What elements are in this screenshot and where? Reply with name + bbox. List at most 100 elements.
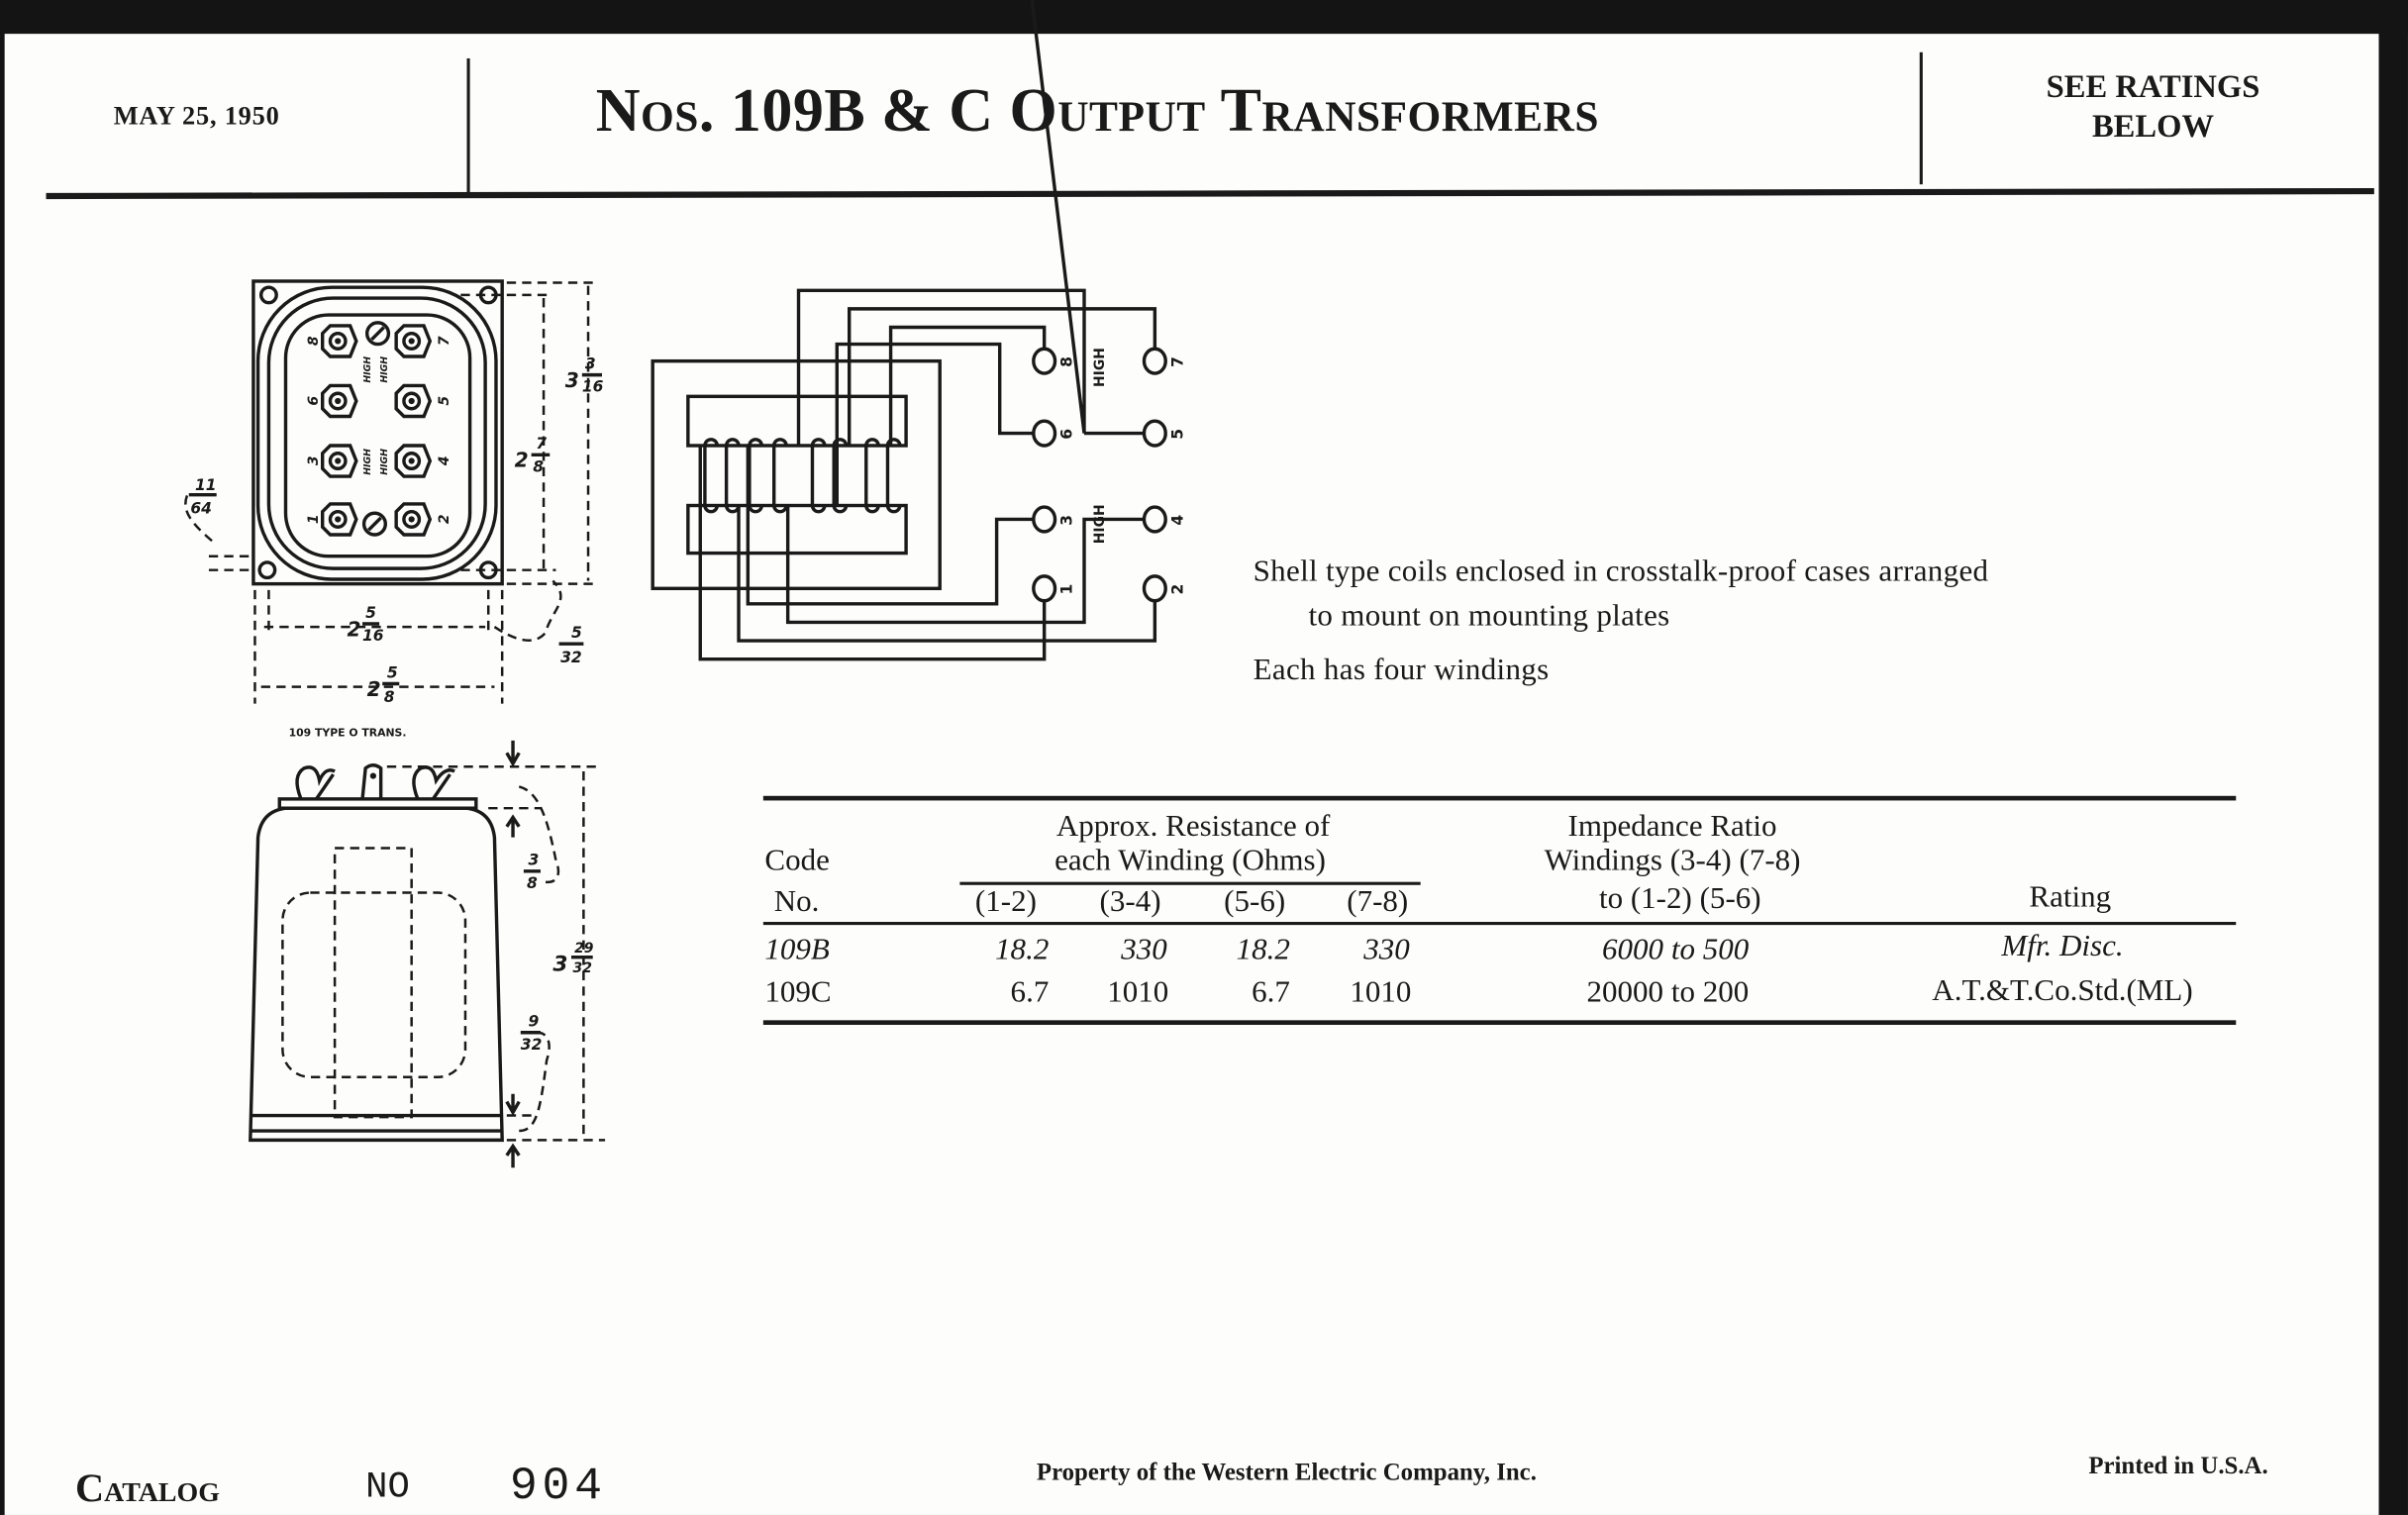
terminal-lug-icon: [321, 324, 358, 358]
terminal-icon: [1032, 574, 1057, 603]
dim-label: 8: [527, 874, 538, 892]
property-notice: Property of the Western Electric Company…: [1036, 1460, 1537, 1486]
col-header-5-6: (5-6): [1224, 884, 1286, 919]
table-bottom-rule: [762, 1020, 2237, 1025]
dim-label: 9: [529, 1013, 540, 1031]
resistance-cell: 330: [1363, 932, 1410, 967]
wire: [888, 325, 1047, 446]
dim-label: 32: [521, 1036, 543, 1054]
terminal-lug: [295, 765, 336, 800]
dim-label: 2: [348, 617, 361, 641]
side-view-drawing: 3 8 3 29 32 9 32: [249, 740, 606, 1168]
table-header-rule: [762, 922, 2237, 926]
wire: [847, 307, 1157, 446]
dim-label: 8: [533, 457, 544, 475]
terminal-lug-icon: [394, 502, 433, 537]
impedance-header-3: to (1-2) (5-6): [1598, 881, 1761, 916]
resistance-underline: [959, 881, 1421, 885]
dim-label: 5: [387, 663, 398, 681]
terminal-lug-icon: [394, 383, 433, 419]
terminal-icon: [1142, 574, 1167, 603]
col-header-1-2: (1-2): [974, 884, 1037, 919]
hidden-coil-outline: [281, 891, 467, 1078]
header-divider-left: [466, 57, 470, 194]
dim-label: 64: [190, 499, 212, 517]
code-cell: 109B: [764, 932, 830, 967]
terminal-icon: [1032, 347, 1057, 375]
high-label: HIGH: [1092, 348, 1108, 387]
case-outer-outline: [255, 285, 498, 581]
description-line-2: to mount on mounting plates: [1308, 599, 1670, 634]
terminal-number: 7: [1168, 356, 1186, 367]
terminal-number: 3: [306, 455, 322, 465]
printed-notice: Printed in U.S.A.: [2088, 1453, 2268, 1480]
wire: [796, 0, 1086, 446]
terminal-board: [283, 313, 472, 558]
coil-turns: [703, 438, 902, 514]
dim-label: 2: [515, 449, 529, 472]
dim-label: 7: [536, 435, 547, 453]
wire: [746, 445, 1034, 606]
terminal-lug-icon: [321, 383, 358, 419]
terminal-number: 1: [306, 514, 322, 524]
lower-core-bar: [686, 503, 908, 556]
header-divider-right: [1919, 51, 1923, 185]
code-cell: 109C: [764, 975, 832, 1010]
ratings-note-line1: SEE RATINGS: [2046, 67, 2260, 105]
drawing-caption: 109 TYPE O TRANS.: [289, 726, 407, 739]
terminal-icon: [1142, 347, 1167, 375]
rating-header: Rating: [2029, 880, 2112, 915]
dim-label: 16: [582, 378, 604, 396]
catalog-number: 904: [509, 1461, 607, 1514]
code-header-no: No.: [773, 884, 820, 919]
page-title: Nos. 109B & C Output Transformers: [595, 75, 1599, 145]
ground-tab: [360, 763, 383, 800]
terminal-number: 8: [306, 336, 322, 346]
high-label: HIGH: [379, 356, 390, 383]
dim-label: 5: [571, 624, 582, 642]
terminal-number: 8: [1058, 356, 1076, 367]
high-label: HIGH: [1092, 504, 1108, 544]
dim-label: 5: [365, 604, 376, 622]
wire: [835, 342, 1034, 506]
resistance-cell: 18.2: [995, 932, 1050, 967]
core-loop: [651, 358, 942, 591]
terminal-lug-icon: [321, 444, 358, 478]
terminal-icon: [1032, 419, 1057, 448]
terminal-lug-icon: [394, 324, 433, 358]
case-flange: [277, 797, 478, 810]
terminal-icon: [1142, 419, 1167, 448]
impedance-header-2: Windings (3-4) (7-8): [1544, 843, 1801, 878]
wire: [737, 505, 1157, 643]
table-top-rule: [762, 795, 2237, 801]
resistance-cell: 6.7: [1252, 975, 1290, 1010]
screw-icon: [364, 321, 391, 347]
scan-border-top: [0, 0, 2408, 35]
terminal-number: 5: [437, 396, 452, 406]
dim-label: 11: [195, 476, 217, 494]
screw-icon: [361, 511, 388, 537]
impedance-cell: 6000 to 500: [1602, 932, 1750, 967]
dim-label: 29: [574, 941, 594, 957]
rating-cell: A.T.&T.Co.Std.(ML): [1932, 973, 2193, 1008]
terminal-number: 7: [437, 336, 452, 346]
mounting-plate: [251, 279, 504, 586]
dim-label: 16: [362, 627, 384, 645]
high-label: HIGH: [362, 449, 373, 475]
case-inner-outline: [266, 296, 487, 570]
terminal-number: 4: [437, 455, 452, 466]
resistance-cell: 1010: [1107, 975, 1169, 1010]
col-header-3-4: (3-4): [1099, 884, 1161, 919]
dim-label: 3: [552, 953, 567, 977]
high-label: HIGH: [362, 356, 373, 383]
dim-label: 32: [560, 649, 582, 666]
dim-label: 3: [529, 852, 540, 869]
terminal-lug: [412, 765, 455, 800]
terminal-number: 2: [1168, 584, 1186, 595]
code-header: Code: [764, 843, 830, 878]
catalog-label: Catalog: [74, 1465, 220, 1511]
